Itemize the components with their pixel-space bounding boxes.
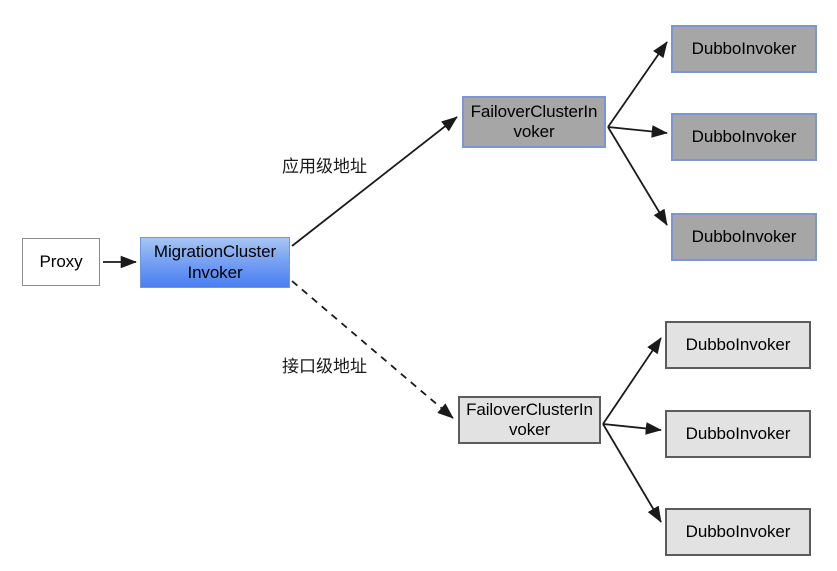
node-dubbo-app-1[interactable]: DubboInvoker [671, 25, 817, 73]
node-label-proxy: Proxy [39, 251, 83, 271]
edge-failover-iface-to-dubbo-2 [602, 422, 662, 435]
node-failover-iface[interactable]: FailoverClusterIn voker [458, 396, 601, 444]
edge-label-label-app-level: 应用级地址 [282, 157, 367, 177]
node-label-dubbo-iface-3: DubboInvoker [685, 521, 791, 541]
edge-failover-app-to-dubbo-2 [607, 125, 668, 138]
edge-failover-app-to-dubbo-1 [607, 41, 668, 128]
edge-failover-iface-to-dubbo-3 [602, 423, 662, 523]
node-label-dubbo-app-1: DubboInvoker [691, 38, 797, 58]
node-label-dubbo-iface-1: DubboInvoker [685, 334, 791, 354]
node-label-dubbo-iface-2: DubboInvoker [685, 423, 791, 443]
node-proxy[interactable]: Proxy [22, 238, 100, 286]
node-dubbo-iface-1[interactable]: DubboInvoker [665, 321, 811, 369]
node-failover-app[interactable]: FailoverClusterIn voker [462, 96, 606, 148]
edge-migration-to-failover-app [291, 116, 458, 247]
edge-failover-iface-to-dubbo-1 [602, 337, 662, 425]
node-label-migration: MigrationCluster Invoker [153, 242, 277, 282]
node-dubbo-app-3[interactable]: DubboInvoker [671, 213, 817, 261]
edge-label-label-iface-level: 接口级地址 [282, 357, 367, 377]
node-dubbo-iface-2[interactable]: DubboInvoker [665, 410, 811, 458]
edge-failover-app-to-dubbo-3 [607, 126, 668, 226]
node-dubbo-app-2[interactable]: DubboInvoker [671, 113, 817, 161]
node-label-failover-iface: FailoverClusterIn voker [466, 399, 593, 439]
node-label-dubbo-app-3: DubboInvoker [691, 226, 797, 246]
node-label-dubbo-app-2: DubboInvoker [691, 126, 797, 146]
node-dubbo-iface-3[interactable]: DubboInvoker [665, 508, 811, 556]
node-label-failover-app: FailoverClusterIn voker [470, 101, 598, 141]
node-migration[interactable]: MigrationCluster Invoker [140, 237, 290, 288]
edge-migration-to-failover-iface [291, 280, 454, 419]
